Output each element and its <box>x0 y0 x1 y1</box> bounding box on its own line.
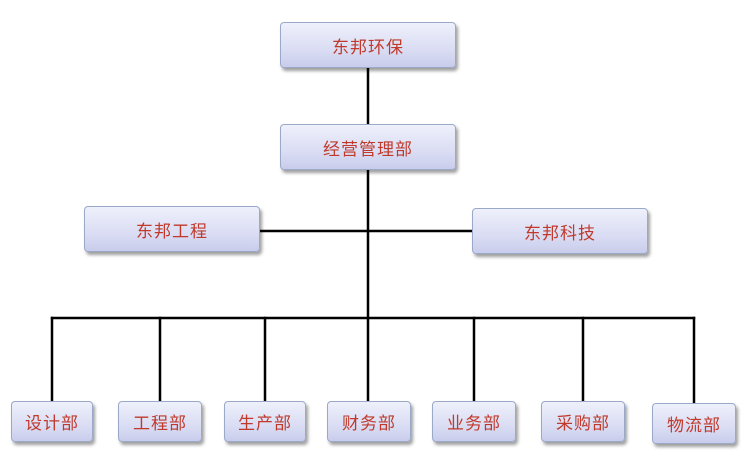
node-business-dept: 业务部 <box>432 401 516 442</box>
node-dongbang-environmental: 东邦环保 <box>280 22 456 68</box>
node-management-dept: 经营管理部 <box>280 124 456 170</box>
node-dongbang-technology: 东邦科技 <box>472 208 648 254</box>
node-procurement-dept: 采购部 <box>541 401 625 442</box>
node-logistics-dept: 物流部 <box>652 403 736 444</box>
node-finance-dept: 财务部 <box>327 401 411 442</box>
node-dongbang-engineering: 东邦工程 <box>84 206 260 252</box>
node-design-dept: 设计部 <box>11 401 93 442</box>
node-production-dept: 生产部 <box>224 401 306 442</box>
node-engineering-dept: 工程部 <box>118 401 202 442</box>
